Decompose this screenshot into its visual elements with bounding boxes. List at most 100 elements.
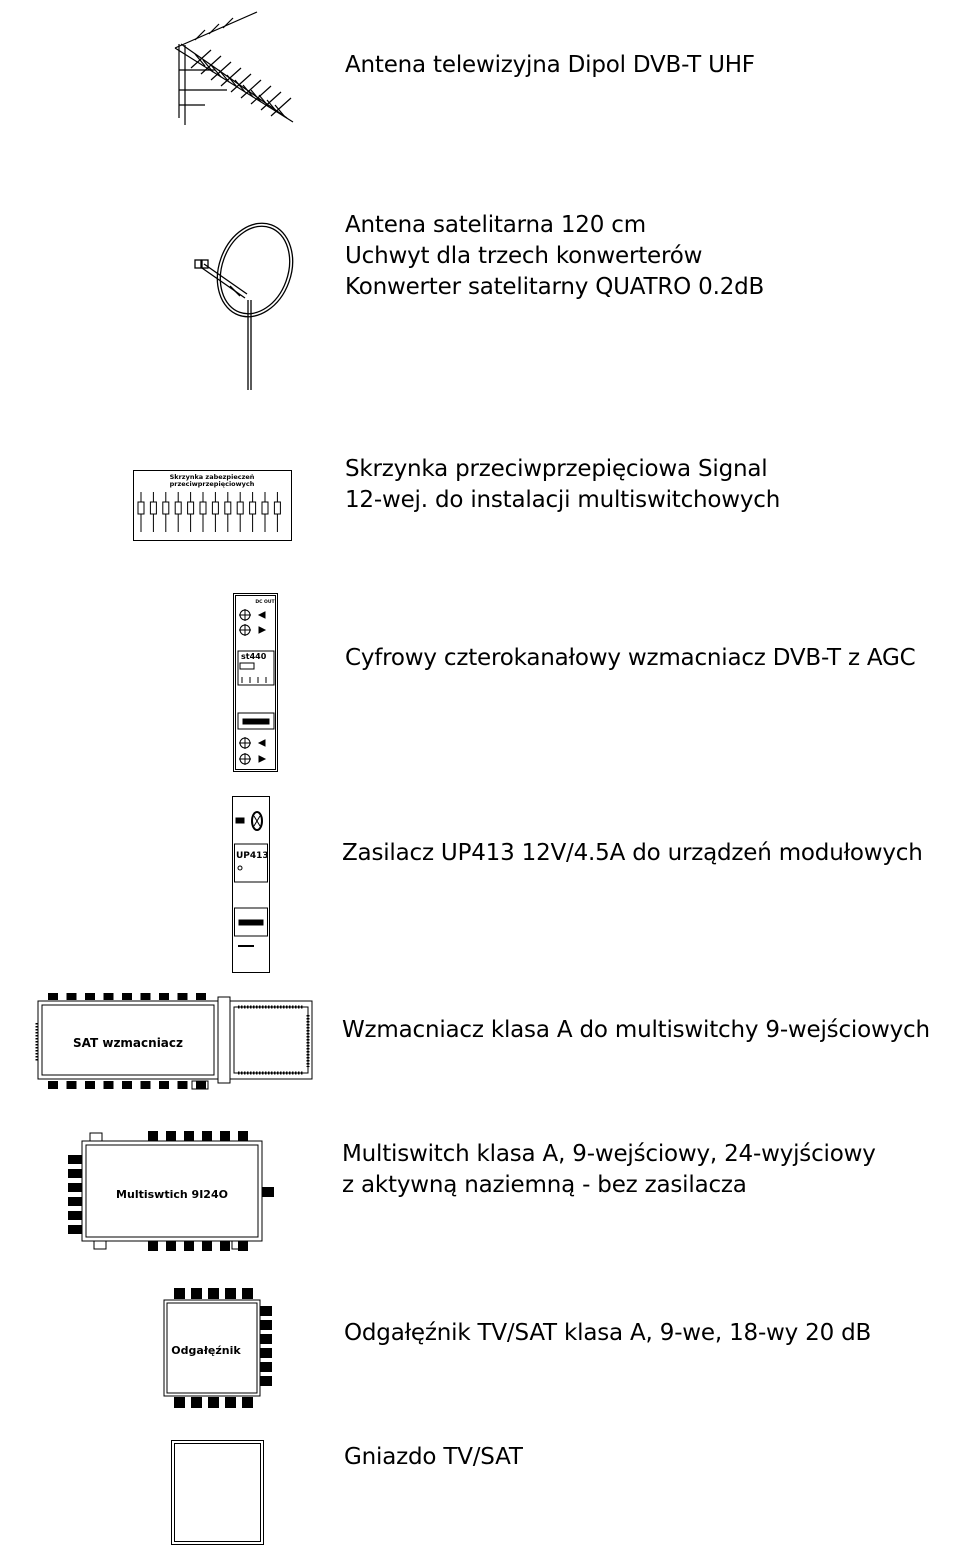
tap-connector — [260, 1334, 272, 1344]
multiswitch-connector — [184, 1241, 194, 1251]
sat-amplifier-icon: SAT wzmacniacz — [34, 989, 316, 1093]
tap-connector — [208, 1397, 219, 1408]
power-supply-model-label: UP413 — [236, 851, 269, 861]
legend-row-dvbt-antenna: Antena telewizyjna Dipol DVB-T UHF — [0, 0, 955, 160]
sat-amp-connector — [177, 993, 188, 1000]
tap-connector — [260, 1376, 272, 1386]
tap-connector — [191, 1397, 202, 1408]
multiswitch-connector — [68, 1183, 82, 1192]
tap-connector — [225, 1397, 236, 1408]
sat-amp-connector — [140, 993, 151, 1000]
tap-connector — [174, 1397, 185, 1408]
multiswitch-connector — [68, 1197, 82, 1206]
surge-element — [149, 501, 157, 515]
surge-box-label-2: przeciwprzepięciowych — [170, 480, 255, 488]
legend-description: Zasilacz UP413 12V/4.5A do urządzeń modu… — [342, 838, 923, 869]
multiswitch-connector — [220, 1241, 230, 1251]
surge-element — [249, 501, 257, 515]
power-supply-module-icon: UP413 — [232, 796, 272, 974]
dvbt-amplifier-module-icon: DC OUT st440 — [233, 593, 279, 773]
legend-row-power-supply: UP413 Zasilacz UP413 12V/4.5A do urządze… — [0, 790, 955, 980]
legend-row-dvbt-amplifier: DC OUT st440 Cyfrowy czterokanałowy wzma… — [0, 585, 955, 775]
legend-row-sat-amplifier: SAT wzmacniacz Wzmacniacz klasa A do mul… — [0, 985, 955, 1095]
multiswitch-connector — [68, 1169, 82, 1178]
legend-description: Skrzynka przeciwprzepięciowa Signal 12-w… — [345, 454, 780, 516]
sat-amp-connector — [66, 993, 77, 1000]
dvbt-antenna-icon — [165, 10, 300, 130]
sat-amp-connector — [122, 1081, 132, 1089]
tap-connector — [191, 1288, 202, 1299]
legend-description: Odgałęźnik TV/SAT klasa A, 9-we, 18-wy 2… — [344, 1318, 871, 1349]
legend-row-sat-dish: Antena satelitarna 120 cm Uchwyt dla trz… — [0, 200, 955, 400]
sat-amp-connector — [159, 993, 169, 1000]
tap-connector — [260, 1362, 272, 1372]
legend-line: Odgałęźnik TV/SAT klasa A, 9-we, 18-wy 2… — [344, 1320, 872, 1346]
legend-line: Konwerter satelitarny QUATRO 0.2dB — [345, 274, 765, 300]
sat-amp-connector — [177, 1081, 188, 1089]
tv-sat-socket-icon — [171, 1440, 265, 1546]
tap-connector — [225, 1288, 236, 1299]
multiswitch-label: Multiswtich 9I24O — [116, 1188, 228, 1201]
legend-description: Wzmacniacz klasa A do multiswitchy 9-wej… — [342, 1015, 930, 1046]
sat-amp-connector — [85, 993, 95, 1000]
multiswitch-connector — [202, 1131, 212, 1141]
tap-connector — [208, 1288, 219, 1299]
legend-line: Multiswitch klasa A, 9-wejściowy, 24-wyj… — [342, 1141, 876, 1167]
multiswitch-connector — [148, 1241, 158, 1251]
tap-connector — [174, 1288, 185, 1299]
legend-description: Multiswitch klasa A, 9-wejściowy, 24-wyj… — [342, 1139, 876, 1201]
legend-row-multiswitch: Multiswtich 9I24O Multiswitch klasa A, 9… — [0, 1115, 955, 1265]
sat-amp-connector — [159, 1081, 169, 1089]
sat-amp-connector — [48, 993, 58, 1000]
legend-line: Skrzynka przeciwprzepięciowa Signal — [345, 456, 768, 482]
tap-connector — [260, 1348, 272, 1358]
multiswitch-connector — [166, 1131, 176, 1141]
legend-row-tap: Odgałęźnik Odgałęźnik TV/SAT klasa A, 9-… — [0, 1280, 955, 1420]
legend-description: Gniazdo TV/SAT — [344, 1442, 523, 1473]
multiswitch-connector — [68, 1155, 82, 1164]
legend-row-socket: Gniazdo TV/SAT — [0, 1430, 955, 1549]
legend-row-surge-box: Skrzynka zabezpieczeń przeciwprzepięciow… — [0, 440, 955, 570]
legend-line: Antena satelitarna 120 cm — [345, 212, 646, 238]
multiswitch-connector — [184, 1131, 194, 1141]
surge-element — [137, 501, 145, 515]
sat-amp-connector — [103, 993, 114, 1000]
multiswitch-connector — [166, 1241, 176, 1251]
legend-line: Antena telewizyjna Dipol DVB-T UHF — [345, 52, 755, 78]
legend-line: Wzmacniacz klasa A do multiswitchy 9-wej… — [342, 1017, 930, 1043]
multiswitch-connector — [238, 1241, 248, 1251]
amp-dc-out-label: DC OUT — [255, 599, 275, 605]
tap-label: Odgałęźnik — [171, 1344, 241, 1357]
multiswitch-connector — [220, 1131, 230, 1141]
surge-element — [261, 501, 269, 515]
sat-amp-connector — [85, 1081, 95, 1089]
surge-element — [211, 501, 219, 515]
legend-line: Gniazdo TV/SAT — [344, 1444, 523, 1470]
surge-element — [273, 501, 281, 515]
legend-line: z aktywną naziemną - bez zasilacza — [342, 1172, 747, 1198]
multiswitch-icon: Multiswtich 9I24O — [62, 1129, 278, 1253]
multiswitch-connector — [262, 1187, 274, 1197]
multiswitch-connector — [202, 1241, 212, 1251]
tap-splitter-icon: Odgałęźnik — [158, 1284, 280, 1412]
sat-amp-connector — [66, 1081, 77, 1089]
multiswitch-connector — [148, 1131, 158, 1141]
surge-protection-box-icon: Skrzynka zabezpieczeń przeciwprzepięciow… — [133, 470, 293, 542]
sat-amp-connector — [48, 1081, 58, 1089]
surge-element — [187, 501, 195, 515]
legend-description: Cyfrowy czterokanałowy wzmacniacz DVB-T … — [345, 643, 916, 674]
amp-model-label: st440 — [241, 652, 267, 661]
sat-amp-connector — [196, 993, 206, 1000]
legend-line: Cyfrowy czterokanałowy wzmacniacz DVB-T … — [345, 645, 916, 671]
multiswitch-connector — [68, 1211, 82, 1220]
sat-amp-label: SAT wzmacniacz — [73, 1036, 183, 1050]
sat-amp-connector — [196, 1081, 206, 1089]
tap-connector — [260, 1320, 272, 1330]
legend-description: Antena satelitarna 120 cm Uchwyt dla trz… — [345, 210, 764, 303]
surge-element — [199, 501, 207, 515]
multiswitch-connector — [238, 1131, 248, 1141]
satellite-dish-icon — [190, 218, 300, 398]
sat-amp-connector — [103, 1081, 114, 1089]
surge-element — [236, 501, 244, 515]
surge-box-label-1: Skrzynka zabezpieczeń — [170, 473, 255, 481]
